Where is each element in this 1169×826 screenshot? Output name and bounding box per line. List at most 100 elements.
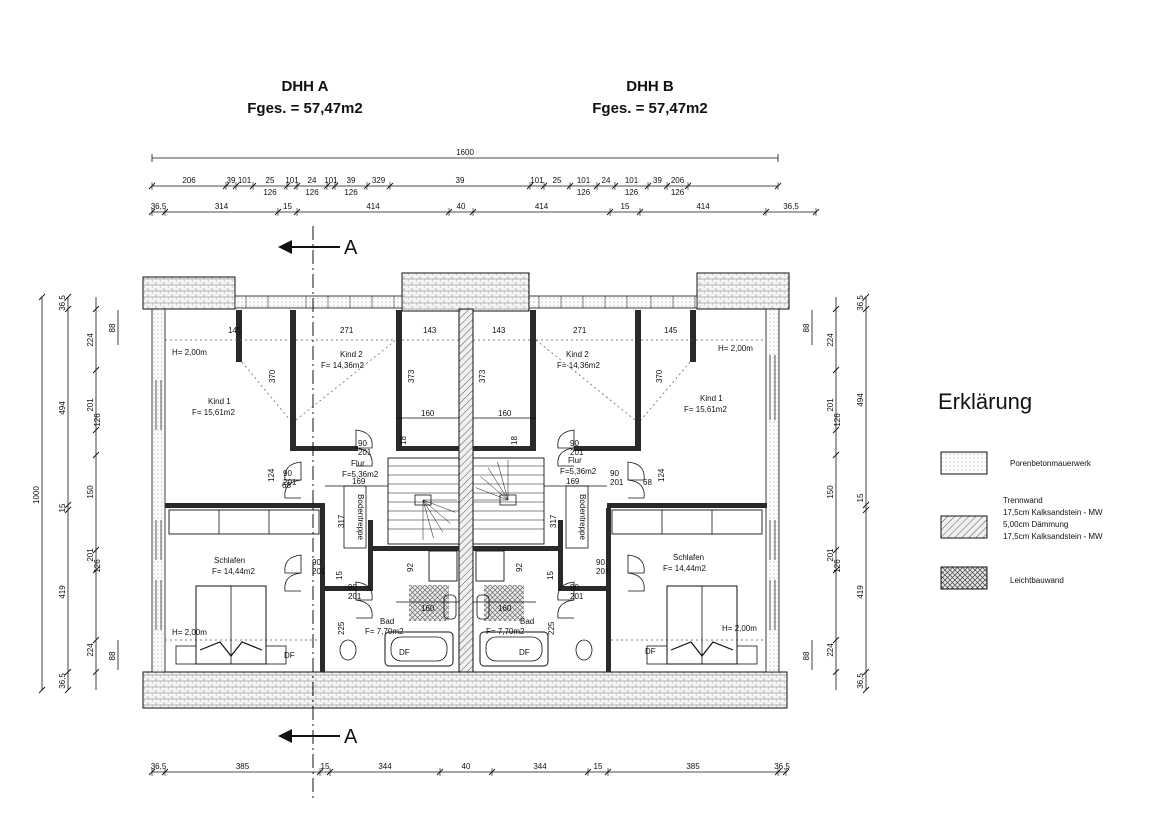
dim-right-inner-5: 126 [833,559,842,573]
dim-row2-1: 39 [227,176,236,185]
attic-ladder-b-label: Bodentreppe [578,494,587,540]
dim-left-small-0: 88 [108,323,117,332]
door-dim-top-2: 90 [312,558,321,567]
dim-row2-sub-5: 126 [671,188,685,197]
dim-right-small-1: 88 [802,651,811,660]
df-label-1: DF [284,651,295,660]
section-label-bottom: A [344,726,358,748]
dim-row2-13: 24 [602,176,611,185]
dim-row2-14: 101 [625,176,639,185]
right-dimension-chains: 224201126150201126224888836,54941541936,… [802,293,870,694]
dim-right-outer-0: 36,5 [856,295,865,311]
room-kind1-a-area: F= 15,61m2 [192,408,235,417]
dim-right-outer-3: 419 [856,585,865,599]
room-kind2-a-name: Kind 2 [340,350,363,359]
dim-271-a: 271 [340,326,354,335]
dim-124-a: 124 [267,468,276,482]
dim-160-c: 160 [421,604,435,613]
dim-column-right: 224201126150201126224888836,54941541936,… [802,293,870,694]
legend-label-porenbeton: Porenbetonmauerwerk [1010,459,1092,468]
dim-143-b: 143 [492,326,506,335]
room-schlafen-b-name: Schlafen [673,553,704,562]
dim-row3-5: 414 [535,202,549,211]
dim-bottom-7: 385 [686,762,700,771]
dim-right-outer-1: 494 [856,393,865,407]
dim-145-a: 145 [228,326,242,335]
building-walls [142,272,790,709]
dim-left-small-1: 88 [108,651,117,660]
dim-left-outer-1: 494 [58,401,67,415]
section-line-a: A A [278,226,358,800]
dim-370-a: 370 [268,369,277,383]
dim-right-inner-2: 126 [833,413,842,427]
dim-143-a: 143 [423,326,437,335]
dim-left-inner-6: 224 [86,643,95,657]
legend-label-leichtbau: Leichtbauwand [1010,576,1064,585]
unit-a-area: Fges. = 57,47m2 [247,100,363,117]
dim-right-outer-2: 15 [856,493,865,502]
dim-271-b: 271 [573,326,587,335]
df-label-4: DF [645,647,656,656]
unit-b-title: DHH B [626,78,674,95]
dim-row2-9: 39 [456,176,465,185]
dim-row3-8: 36,5 [783,202,799,211]
dim-row2-5: 24 [308,176,317,185]
room-kind1-a-name: Kind 1 [208,397,231,406]
dim-145-b: 145 [664,326,678,335]
room-schlafen-a-name: Schlafen [214,556,245,565]
door-dim-bottom-4: 201 [570,448,584,457]
dim-bottom-1: 385 [236,762,250,771]
dim-bottom-5: 344 [533,762,547,771]
room-flur-b-area: F=5,36m2 [560,467,597,476]
door-dim-bottom-1: 201 [283,478,297,487]
door-dim-top-0: 90 [358,439,367,448]
height-kind1-b: H= 2,00m [718,344,753,353]
dim-68-a: 68 [282,481,291,490]
room-flur-a-name: Flur [351,459,365,468]
left-dimension-chains: 36,549410001541936,522420112615020112622… [32,293,119,694]
dim-right-inner-4: 201 [826,548,835,562]
room-schlafen-a-area: F= 14,44m2 [212,567,255,576]
dim-160-d: 160 [498,604,512,613]
dim-18-a: 18 [399,436,408,445]
room-kind1-b-area: F= 15,61m2 [684,405,727,414]
dim-row2-4: 101 [285,176,299,185]
dim-row3-2: 15 [283,202,292,211]
dim-left-outer-5: 36,5 [58,673,67,689]
dim-15-b: 15 [546,571,555,580]
dim-row2-sub-4: 126 [625,188,639,197]
legend-swatch-leichtbau [940,566,988,590]
dim-left-outer-3: 15 [58,503,67,512]
dim-left-inner-3: 150 [86,485,95,499]
door-dim-top-4: 90 [570,439,579,448]
dim-row2-sub-0: 126 [263,188,277,197]
dim-row2-12: 101 [577,176,591,185]
unit-b-area: Fges. = 57,47m2 [592,100,708,117]
legend-line-3: 17,5cm Kalksandstein - MW [1003,532,1103,541]
room-flur-a-area: F=5,36m2 [342,470,379,479]
staircase-b [472,457,545,545]
dim-68-b: 68 [643,478,652,487]
door-dim-top-1: 90 [283,469,292,478]
door-dim-bottom-3: 201 [348,592,362,601]
dim-18-b: 18 [510,436,519,445]
section-label-top: A [344,237,358,259]
dim-row2-0: 206 [182,176,196,185]
dim-15-a: 15 [335,571,344,580]
legend-swatch-trennwand [940,515,988,539]
unit-a-heading: DHH A Fges. = 57,47m2 [247,78,363,117]
dim-bottom-2: 15 [321,762,330,771]
legend: Erklärung Porenbetonmauerwerk Trennwand … [938,389,1103,590]
dim-169-a: 169 [352,477,366,486]
door-dim-bottom-6: 201 [596,567,610,576]
dim-92-b: 92 [515,563,524,572]
dim-right-inner-1: 201 [826,398,835,412]
bedroom-furniture-a [168,509,320,665]
room-labels: Kind 1 F= 15,61m2 Kind 2 F= 14,36m2 Flur… [172,344,757,660]
dim-left-inner-0: 224 [86,333,95,347]
dim-317-a: 317 [337,514,346,528]
dim-row2-10: 101 [530,176,544,185]
